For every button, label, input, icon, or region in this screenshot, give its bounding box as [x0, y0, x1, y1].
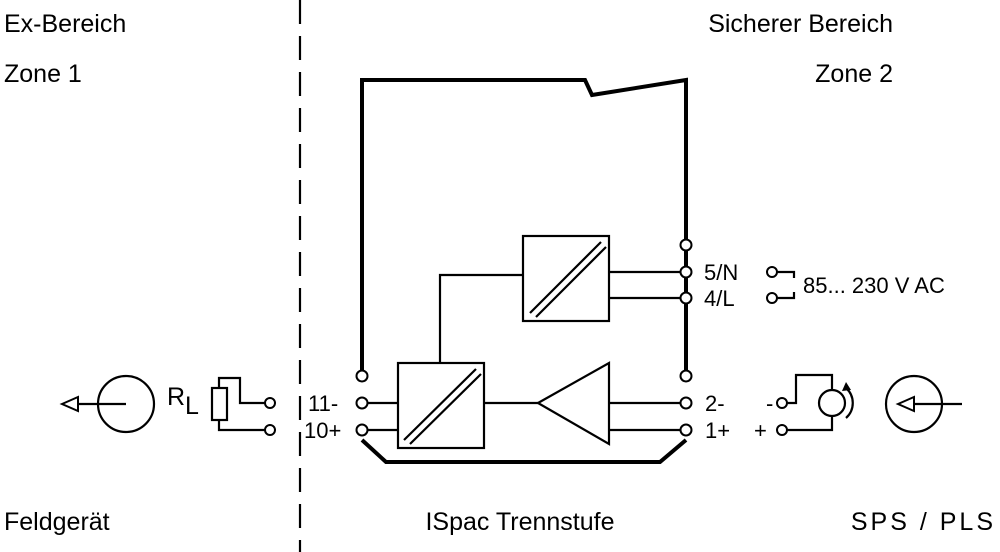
- terminal-5-label: 5/N: [704, 260, 738, 285]
- terminal-4: [679, 291, 693, 305]
- terminal-unused-top: [679, 238, 693, 252]
- terminal-1: [679, 423, 693, 437]
- module-housing-bottom: [360, 438, 688, 464]
- supply-terminal-l: [766, 292, 778, 304]
- field-terminal-2: [264, 424, 276, 436]
- terminal-10-label: 10+: [304, 418, 341, 443]
- module-name-label: ISpac Trennstufe: [425, 508, 614, 536]
- supply-to-isolator-wire: [438, 273, 523, 363]
- supply-voltage-label: 85... 230 V AC: [803, 273, 945, 298]
- supply-terminal-n: [766, 266, 778, 278]
- current-source-symbol: [817, 388, 847, 418]
- terminal-10: [355, 423, 369, 437]
- terminal-unused-left: [355, 369, 369, 383]
- controller-label: SPS / PLS: [851, 508, 996, 536]
- power-converter-block: [521, 234, 611, 323]
- current-direction-arrow-icon: [842, 382, 851, 391]
- terminal-11-label: 11-: [308, 391, 338, 416]
- field-arrow-icon: [59, 395, 79, 413]
- terminal-4-label: 4/L: [704, 286, 735, 311]
- terminal-1-label: 1+: [705, 418, 730, 443]
- load-resistor: [210, 386, 229, 422]
- controller-terminal-plus: [776, 424, 788, 436]
- isolation-converter-block: [396, 361, 486, 450]
- field-terminal-1: [264, 397, 276, 409]
- field-device-label: Feldgerät: [4, 508, 110, 536]
- terminal-2: [679, 396, 693, 410]
- ex-area-title: Ex-Bereich: [4, 10, 126, 38]
- zone-2-label: Zone 2: [815, 60, 893, 88]
- controller-arrow-icon: [895, 395, 915, 413]
- resistor-label: R: [167, 383, 185, 411]
- converter-slash: [529, 241, 602, 314]
- controller-terminal-minus: [776, 397, 788, 409]
- terminal-5: [679, 265, 693, 279]
- current-direction-arc: [845, 387, 854, 419]
- terminal-11: [355, 396, 369, 410]
- isolator-slash: [403, 368, 477, 441]
- amplifier-triangle: [535, 361, 611, 446]
- terminal-unused-right: [679, 369, 693, 383]
- resistor-subscript: L: [185, 392, 199, 420]
- safe-area-title: Sicherer Bereich: [708, 10, 893, 38]
- zone-1-label: Zone 1: [4, 60, 82, 88]
- terminal-2-label: 2-: [705, 391, 725, 416]
- module-housing-top: [360, 77, 688, 372]
- controller-minus-label: -: [766, 391, 773, 416]
- controller-plus-label: +: [754, 418, 767, 443]
